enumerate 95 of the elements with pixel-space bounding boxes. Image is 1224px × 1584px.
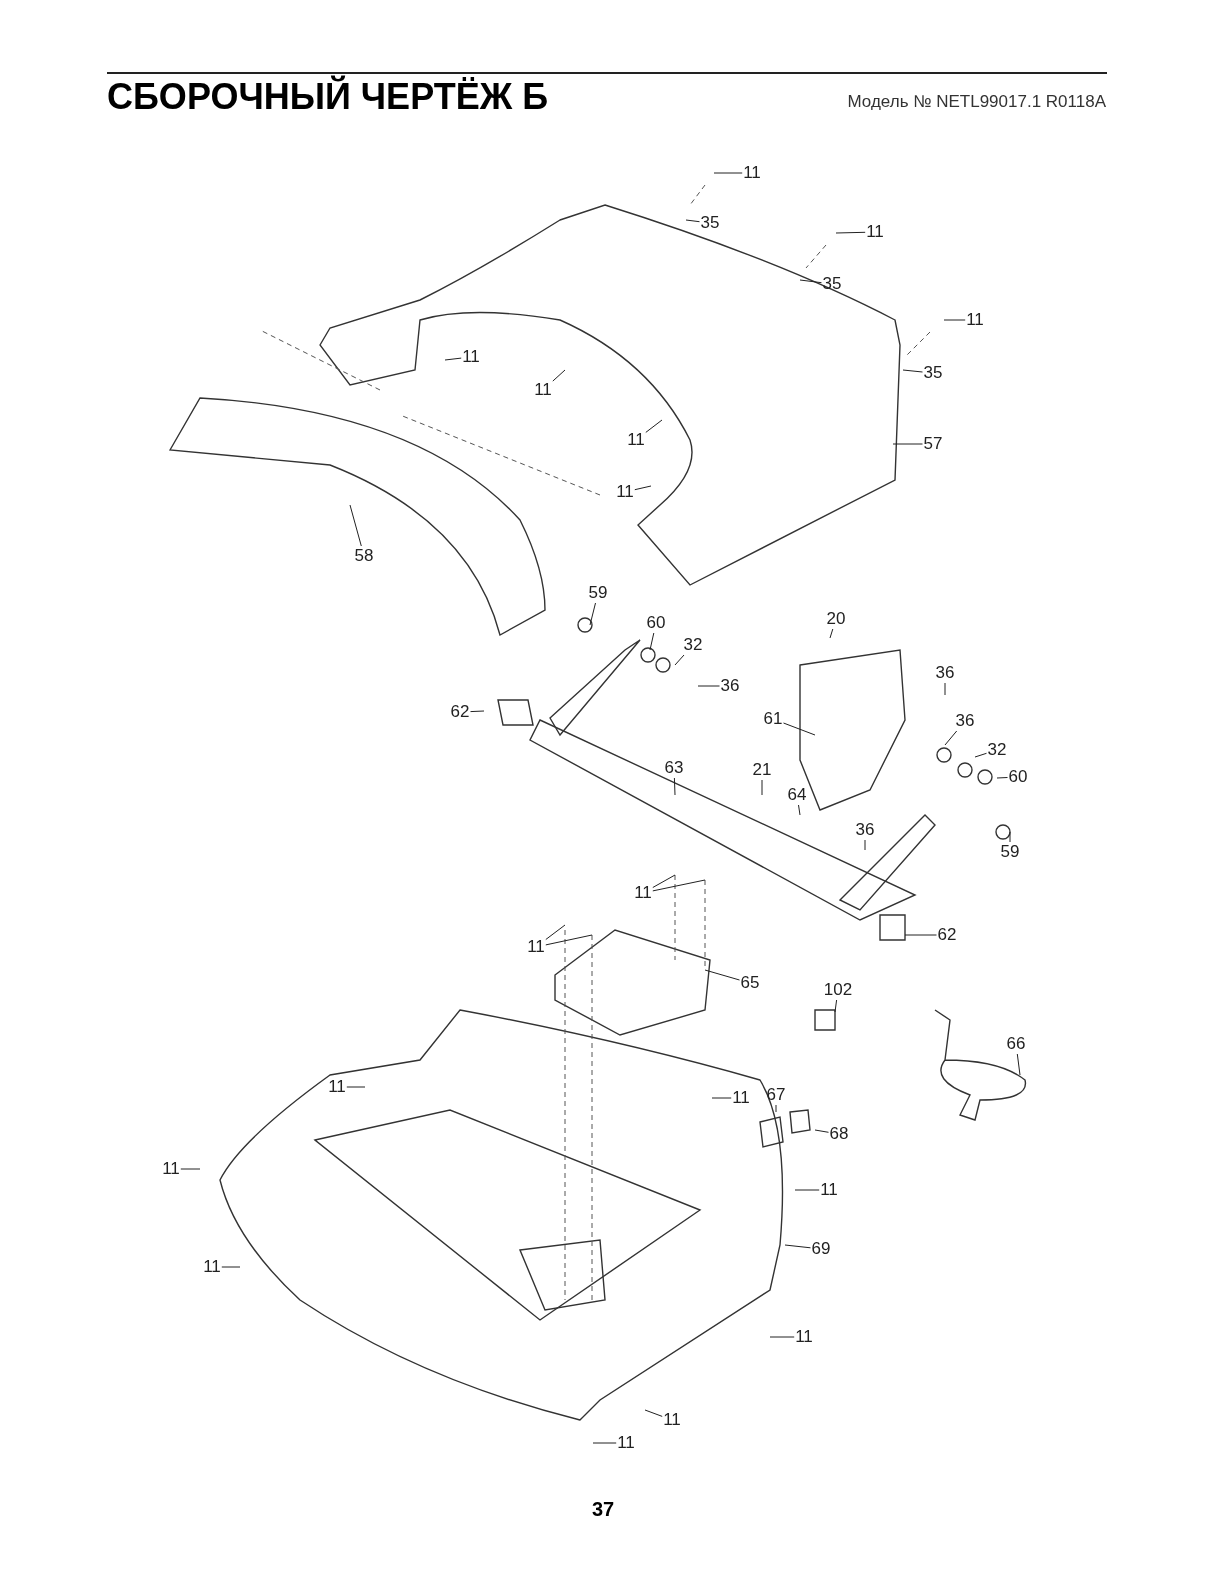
callout-number: 36 xyxy=(855,821,875,839)
leader-line xyxy=(798,804,801,816)
leader-line xyxy=(892,443,923,445)
callout-number: 11 xyxy=(795,1328,813,1346)
callout-number: 62 xyxy=(937,926,957,944)
callout-number: 11 xyxy=(627,431,645,449)
callout-number: 11 xyxy=(966,311,984,329)
callout-number: 35 xyxy=(923,364,943,382)
callout-number: 69 xyxy=(811,1240,831,1258)
leader-line xyxy=(794,1189,820,1191)
callout-number: 60 xyxy=(646,614,666,632)
leader-line xyxy=(470,710,485,713)
leader-line xyxy=(944,682,946,696)
callout-number: 36 xyxy=(955,712,975,730)
callout-number: 35 xyxy=(822,275,842,293)
leader-line xyxy=(1009,831,1011,843)
callout-number: 11 xyxy=(866,223,884,241)
callout-number: 11 xyxy=(732,1089,750,1107)
leader-line xyxy=(943,319,966,321)
leader-line xyxy=(769,1336,795,1338)
leader-line xyxy=(835,231,866,234)
leader-line xyxy=(649,632,655,651)
callout-number: 59 xyxy=(588,584,608,602)
callout-number: 59 xyxy=(1000,843,1020,861)
callout-number: 11 xyxy=(328,1078,346,1096)
callout-number: 11 xyxy=(462,348,480,366)
leader-line xyxy=(652,874,676,888)
callout-number: 21 xyxy=(752,761,772,779)
leader-line xyxy=(829,628,834,639)
callout-number: 11 xyxy=(663,1411,681,1429)
callout-number: 11 xyxy=(617,1434,635,1452)
callout-number: 11 xyxy=(743,164,761,182)
callout-number: 11 xyxy=(162,1160,180,1178)
callout-number: 11 xyxy=(203,1258,221,1276)
leader-line xyxy=(713,172,743,174)
leader-line xyxy=(349,504,362,547)
callout-number: 11 xyxy=(820,1181,838,1199)
callout-number: 64 xyxy=(787,786,807,804)
leader-line xyxy=(346,1086,366,1088)
callout-number: 68 xyxy=(829,1125,849,1143)
leader-line xyxy=(704,969,740,981)
callout-number: 11 xyxy=(527,938,545,956)
model-number: Модель № NETL99017.1 R0118A xyxy=(847,92,1106,112)
callout-number: 11 xyxy=(534,381,552,399)
callout-number: 66 xyxy=(1006,1035,1026,1053)
leader-line xyxy=(545,924,566,940)
callout-number: 35 xyxy=(700,214,720,232)
callout-number: 102 xyxy=(823,981,853,999)
leader-line xyxy=(775,1104,777,1113)
leader-line xyxy=(674,654,685,666)
leader-line xyxy=(444,357,462,361)
leader-line xyxy=(784,1244,811,1249)
leader-line xyxy=(545,934,593,946)
leader-line xyxy=(673,777,676,796)
leader-line xyxy=(996,777,1008,779)
leader-line xyxy=(834,999,838,1013)
leader-line xyxy=(902,369,923,373)
leader-line xyxy=(697,685,720,687)
leader-line xyxy=(711,1097,732,1099)
callout-number: 11 xyxy=(616,483,634,501)
leader-line xyxy=(652,879,706,892)
leader-line xyxy=(592,1442,617,1444)
callout-number: 32 xyxy=(683,636,703,654)
callout-number: 65 xyxy=(740,974,760,992)
leader-line xyxy=(799,279,822,284)
leader-line xyxy=(904,934,937,936)
leader-line xyxy=(552,369,566,382)
leader-line xyxy=(645,419,663,433)
callout-number: 32 xyxy=(987,741,1007,759)
callout-number: 60 xyxy=(1008,768,1028,786)
leader-line xyxy=(783,722,816,736)
callout-number: 63 xyxy=(664,759,684,777)
callout-number: 36 xyxy=(935,664,955,682)
leader-line xyxy=(864,839,866,851)
leader-line xyxy=(634,485,652,491)
leader-line xyxy=(1016,1053,1021,1076)
leader-line xyxy=(589,602,596,626)
leader-line xyxy=(761,779,763,796)
callout-number: 11 xyxy=(634,884,652,902)
callout-number: 36 xyxy=(720,677,740,695)
callout-number: 62 xyxy=(450,703,470,721)
leader-line xyxy=(685,219,700,223)
callout-number: 58 xyxy=(354,547,374,565)
callout-number: 57 xyxy=(923,435,943,453)
leader-line xyxy=(814,1129,829,1133)
leader-line xyxy=(974,752,987,758)
page-number: 37 xyxy=(592,1498,615,1521)
title: СБОРОЧНЫЙ ЧЕРТЁЖ Б xyxy=(107,76,549,118)
leader-line xyxy=(221,1266,241,1268)
callout-number: 67 xyxy=(766,1086,786,1104)
leader-line xyxy=(180,1168,201,1170)
leader-line xyxy=(644,1409,663,1417)
callout-number: 61 xyxy=(763,710,783,728)
leader-line xyxy=(944,730,958,746)
callout-number: 20 xyxy=(826,610,846,628)
